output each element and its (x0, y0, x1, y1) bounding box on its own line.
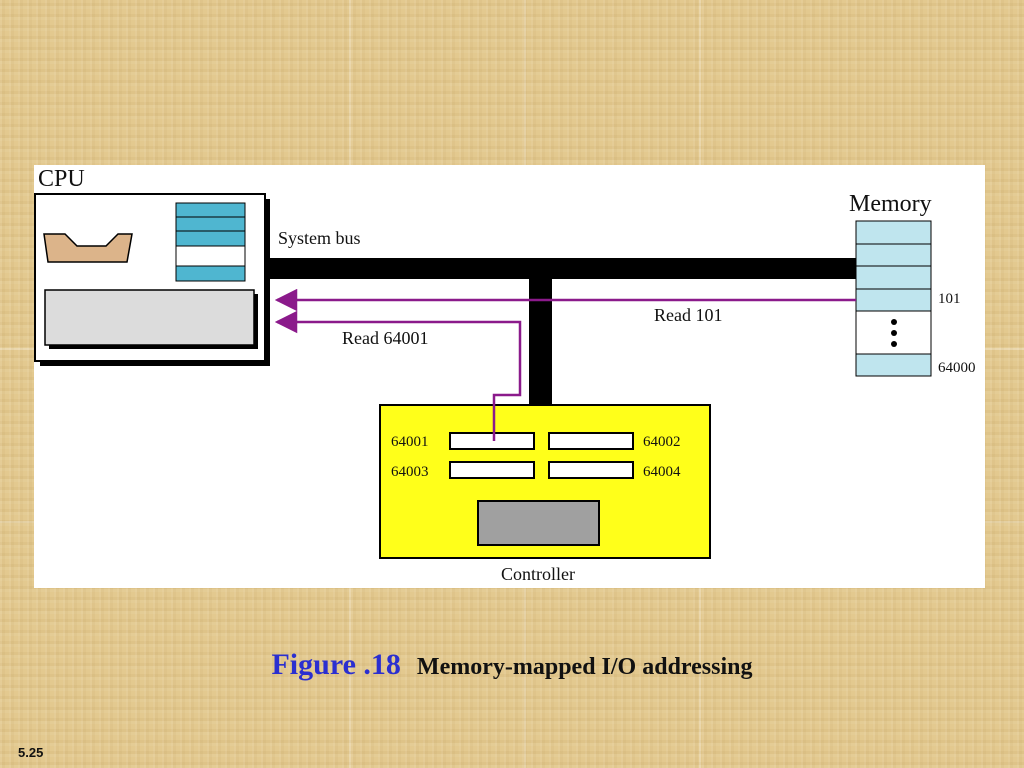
controller-register-64001 (449, 432, 535, 450)
slide-number: 5.25 (18, 745, 44, 760)
cpu-register-3 (175, 230, 246, 247)
figure-number: Figure .18 (271, 648, 401, 681)
controller-register-64002 (548, 432, 634, 450)
memory-address-101: 101 (938, 291, 961, 307)
memory-address-64000: 64000 (938, 360, 976, 376)
read-101-label: Read 101 (654, 305, 723, 325)
memory-cell-1 (855, 220, 932, 245)
controller-register-label: 64002 (643, 434, 681, 450)
cpu-register-1 (175, 202, 246, 218)
read-64001-label: Read 64001 (342, 328, 429, 348)
controller-register-64004 (548, 461, 634, 479)
figure-title: Memory-mapped I/O addressing (416, 654, 753, 680)
controller-register-label: 64003 (391, 464, 429, 480)
controller-block (477, 500, 600, 546)
ellipsis-dot (891, 330, 897, 336)
cpu-label: CPU (38, 166, 85, 192)
memory-cell-3 (855, 265, 932, 290)
cpu-register-2 (175, 216, 246, 232)
figure-caption: Figure .18 Memory-mapped I/O addressing (0, 648, 1024, 682)
controller-register-label: 64001 (391, 434, 429, 450)
cpu-register-4 (175, 245, 246, 267)
memory-cell-2 (855, 243, 932, 267)
system-bus (270, 258, 856, 279)
diagram-svg (34, 193, 932, 559)
control-unit (44, 289, 255, 346)
memory-cell-101 (855, 288, 932, 312)
memory-label: Memory (849, 191, 932, 217)
read-64001-arrow (274, 310, 522, 441)
ellipsis-dot (891, 319, 897, 325)
diagram-panel: CPU Memory System bus Read 101 Read 6400… (34, 165, 985, 588)
bus-branch (529, 278, 552, 406)
controller-label: Controller (501, 564, 575, 584)
alu-shape (43, 233, 133, 263)
cpu-register-5 (175, 265, 246, 282)
system-bus-label: System bus (278, 228, 361, 248)
ellipsis-dot (891, 341, 897, 347)
controller-register-64003 (449, 461, 535, 479)
memory-cell-64000 (855, 353, 932, 377)
controller-register-label: 64004 (643, 464, 681, 480)
